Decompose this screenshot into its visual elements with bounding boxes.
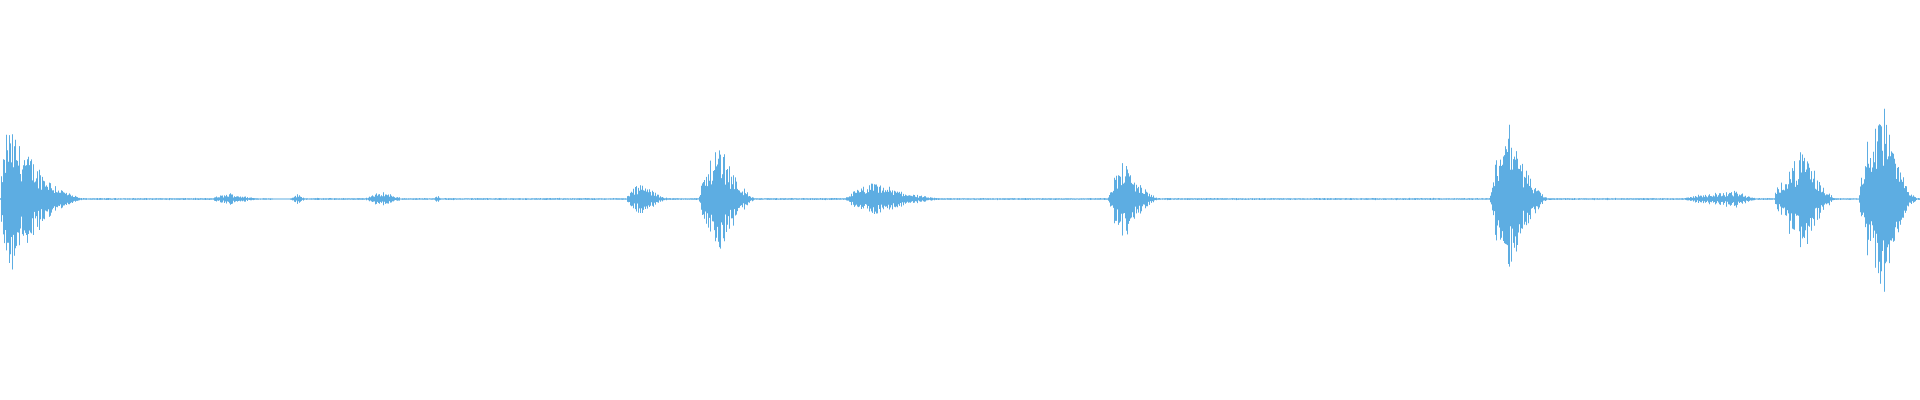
waveform-samples [0, 108, 1920, 292]
waveform-trace [0, 108, 1920, 292]
